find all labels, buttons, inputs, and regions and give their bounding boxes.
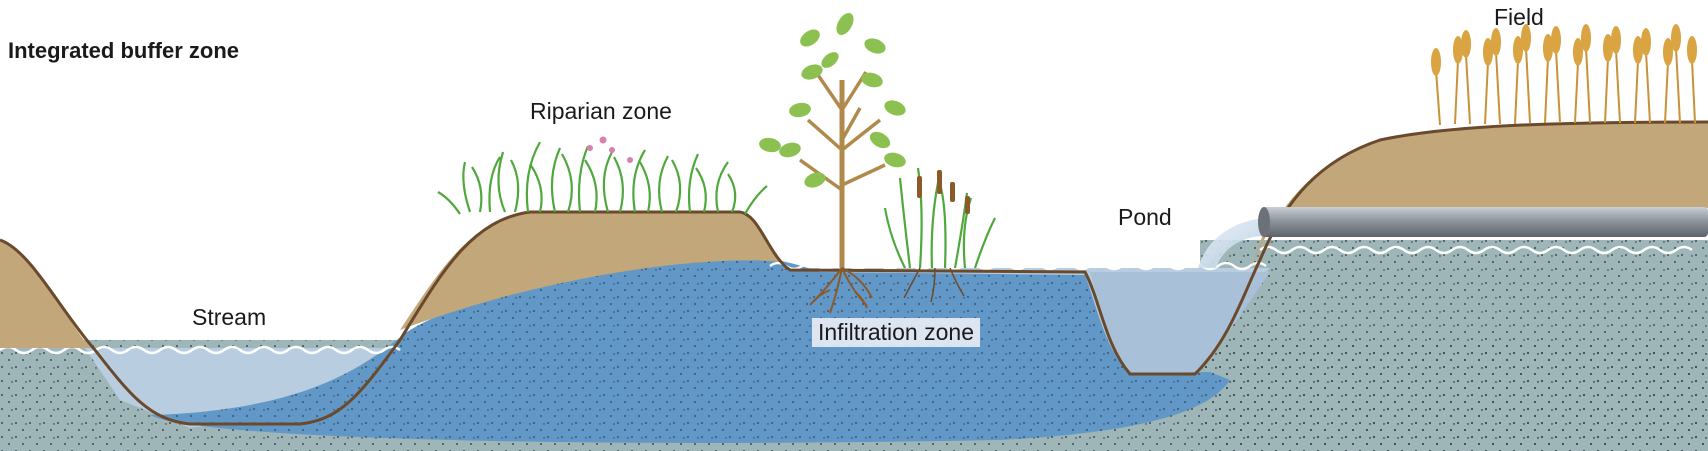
terrain-outline <box>0 120 1708 426</box>
infiltration-zone-label: Infiltration zone <box>812 318 980 347</box>
riparian-grass <box>437 141 768 215</box>
soil-mounds <box>0 122 1708 348</box>
riparian-zone-label: Riparian zone <box>530 98 672 124</box>
drainage-pipe <box>1198 207 1708 268</box>
water-surface-line <box>0 245 1693 355</box>
tree <box>759 13 906 314</box>
stream-label: Stream <box>192 304 267 330</box>
diagram-title: Integrated buffer zone <box>8 38 240 63</box>
cattails <box>883 167 996 303</box>
wheat-field <box>1431 24 1697 126</box>
field-label: Field <box>1494 4 1544 30</box>
pond-label: Pond <box>1118 204 1172 230</box>
